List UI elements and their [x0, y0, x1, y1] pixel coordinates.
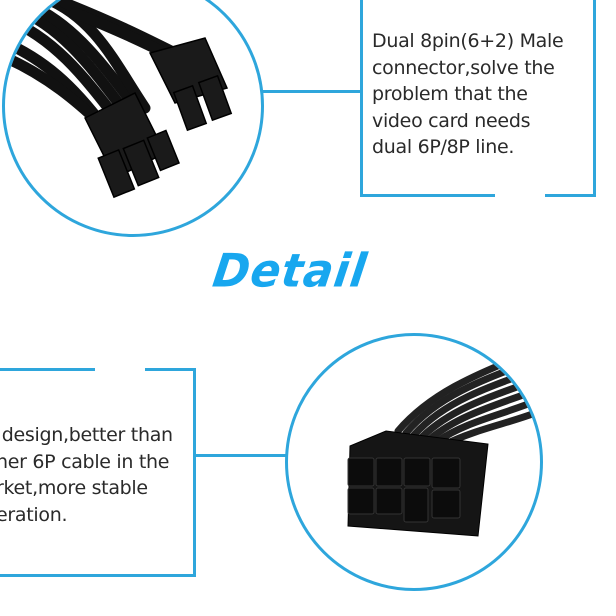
caption-line: her 6P cable in the	[0, 450, 170, 473]
caption-line: Dual 8pin(6+2) Male	[372, 30, 564, 52]
caption-line: rket,more stable	[0, 477, 148, 499]
8-pin-connector-icon	[347, 345, 540, 537]
caption-line: dual 6P/8P line.	[372, 136, 515, 158]
top-box-bottom-border-right	[545, 194, 596, 197]
bottom-connector-line	[196, 454, 288, 457]
caption-line: connector,solve the	[372, 56, 555, 79]
top-box-bottom-border-left	[360, 194, 495, 197]
bottom-box-top-border-left	[0, 368, 95, 371]
connector-photo-6plus2	[2, 0, 264, 237]
caption-line: eration.	[0, 503, 68, 526]
top-box-left-border	[360, 0, 363, 197]
bottom-box-bottom-border	[0, 574, 196, 577]
caption-line: problem that the	[372, 83, 528, 105]
section-title: Detail	[209, 244, 371, 299]
connector-photo-8pin	[285, 333, 543, 591]
top-connector-line	[262, 90, 362, 93]
caption-line: design,better than	[0, 424, 173, 446]
caption-line: video card needs	[372, 109, 531, 132]
bottom-box-top-border-right	[145, 368, 196, 371]
top-box-right-border	[593, 0, 596, 197]
top-caption: Dual 8pin(6+2) Male connector,solve the …	[372, 28, 564, 161]
bottom-box-right-border	[193, 368, 196, 577]
6plus2-pin-connector-icon	[5, 0, 233, 199]
bottom-caption: design,better than her 6P cable in the r…	[0, 422, 173, 528]
